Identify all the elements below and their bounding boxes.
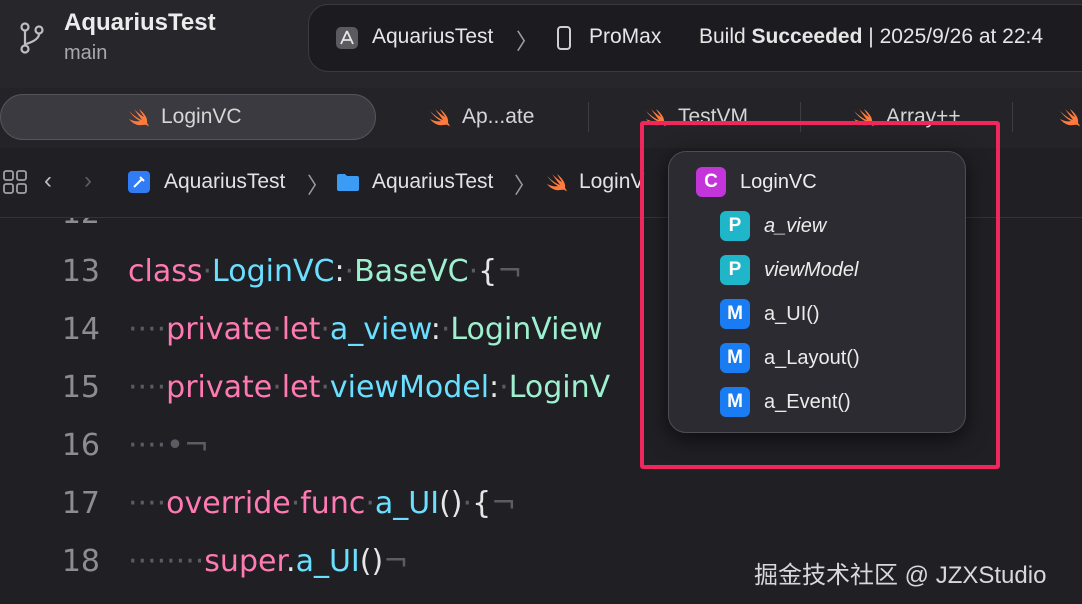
code-text: ········super.a_UI()¬ — [128, 544, 409, 579]
popup-item-label: a_Layout() — [764, 346, 860, 369]
line-number: 12 — [0, 218, 100, 231]
run-destination[interactable]: ProMax — [589, 25, 662, 48]
popup-item-method[interactable]: M a_Layout() — [720, 343, 860, 373]
line-number: 15 — [61, 370, 100, 405]
chevron-right-icon: 〉 — [307, 173, 330, 198]
method-badge-icon: M — [720, 299, 750, 329]
code-text: ····private·let·a_view:·LoginView — [128, 312, 603, 347]
tab-divider — [1012, 102, 1013, 132]
code-text: class·LoginVC:·BaseVC·{¬ — [128, 254, 523, 289]
line-number: 18 — [61, 544, 100, 579]
breadcrumb-file[interactable]: LoginV — [545, 170, 644, 194]
branch-name: main — [64, 42, 108, 64]
method-badge-icon: M — [720, 343, 750, 373]
code-text: ····override·func·a_UI()·{¬ — [128, 486, 517, 521]
popup-item-class[interactable]: C LoginVC — [696, 167, 817, 197]
swift-icon — [430, 109, 450, 127]
related-items-grid-icon[interactable] — [3, 170, 29, 196]
chevron-right-icon: 〉 — [514, 173, 537, 198]
tab-label: Ap...ate — [462, 105, 535, 128]
popup-item-label: a_Event() — [764, 390, 851, 413]
tab-divider — [800, 102, 801, 132]
build-date: | 2025/9/26 at 22:4 — [868, 25, 1044, 48]
code-text: ····private·let·viewModel:·LoginV — [128, 370, 611, 405]
breadcrumb-folder[interactable]: AquariusTest — [336, 170, 493, 194]
forward-chevron-icon[interactable]: › — [84, 167, 92, 194]
class-badge-icon: C — [696, 167, 726, 197]
tab-overflow[interactable] — [1058, 94, 1082, 140]
swift-icon — [1060, 109, 1080, 127]
tab-label: LoginVC — [161, 105, 242, 128]
popup-item-label: viewModel — [764, 258, 859, 281]
popup-item-label: a_view — [764, 214, 827, 237]
app-scheme-icon[interactable] — [336, 27, 358, 49]
back-chevron-icon[interactable]: ‹ — [44, 167, 52, 194]
watermark: 掘金技术社区 @ JZXStudio — [754, 562, 1047, 589]
tab-divider — [588, 102, 589, 132]
property-badge-icon: P — [720, 211, 750, 241]
code-line: 18 ········super.a_UI()¬ — [0, 544, 1082, 596]
breadcrumb-label: LoginV — [579, 170, 645, 193]
line-number: 16 — [61, 428, 100, 463]
popup-item-method[interactable]: M a_UI() — [720, 299, 820, 329]
activity-bar — [308, 4, 1082, 72]
xcodeproj-icon — [128, 171, 150, 193]
breadcrumb-label: AquariusTest — [372, 170, 494, 193]
scheme-selector[interactable]: AquariusTest — [372, 25, 494, 48]
chevron-right-icon: 〉 — [516, 29, 539, 54]
build-prefix: Build — [699, 25, 746, 48]
folder-icon — [337, 173, 359, 191]
branch-icon[interactable] — [18, 20, 46, 56]
build-status: Build Succeeded | 2025/9/26 at 22:4 — [699, 25, 1043, 49]
breadcrumb-label: AquariusTest — [164, 170, 286, 193]
tab-loginvc[interactable]: LoginVC — [0, 94, 376, 140]
line-number: 13 — [61, 254, 100, 289]
document-items-popup — [668, 151, 966, 433]
popup-item-method[interactable]: M a_Event() — [720, 387, 851, 417]
swift-icon — [547, 174, 567, 192]
property-badge-icon: P — [720, 255, 750, 285]
code-line: 15 ····private·let·viewModel:·LoginV — [0, 370, 1082, 422]
method-badge-icon: M — [720, 387, 750, 417]
popup-item-property[interactable]: P viewModel — [720, 255, 858, 285]
code-text: · — [140, 218, 150, 231]
code-line: 13 class·LoginVC:·BaseVC·{¬ — [0, 254, 1082, 306]
popup-item-label: a_UI() — [764, 302, 820, 325]
tab-appdelegate[interactable]: Ap...ate — [428, 94, 534, 140]
highlight-annotation-box — [640, 121, 1000, 469]
tab-bar: LoginVC Ap...ate TestVM Array++ — [0, 88, 1082, 148]
iphone-icon — [557, 26, 571, 50]
breadcrumb-project[interactable]: AquariusTest — [128, 170, 285, 194]
popup-item-property[interactable]: P a_view — [720, 211, 826, 241]
swift-icon — [129, 109, 149, 127]
project-title: AquariusTest — [64, 9, 216, 36]
line-number: 17 — [61, 486, 100, 521]
code-line: 16 ····•¬ — [0, 428, 1082, 480]
code-line: 14 ····private·let·a_view:·LoginView — [0, 312, 1082, 364]
popup-item-label: LoginVC — [740, 170, 817, 193]
code-line: 17 ····override·func·a_UI()·{¬ — [0, 486, 1082, 538]
line-number: 14 — [61, 312, 100, 347]
code-text: ····•¬ — [128, 428, 209, 463]
code-line: 12 · — [0, 218, 1082, 248]
build-result: Succeeded — [751, 25, 863, 48]
